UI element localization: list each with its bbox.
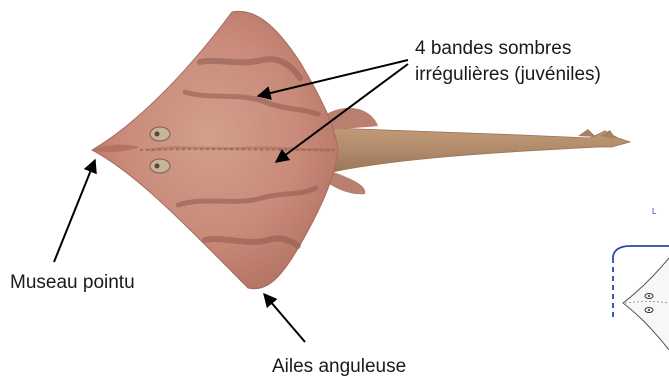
bands-label-line1: 4 bandes sombres: [415, 36, 601, 62]
arrow-wings: [264, 294, 305, 342]
wings-label: Ailes anguleuse: [272, 354, 406, 380]
inset-ray-outline: [623, 258, 669, 350]
snout-label: Museau pointu: [10, 270, 135, 296]
inset-letter: L: [652, 207, 656, 216]
inset-schematic: [613, 246, 669, 350]
bands-label: 4 bandes sombres irrégulières (juvéniles…: [415, 36, 601, 88]
bands-label-line2: irrégulières (juvéniles): [415, 62, 601, 88]
arrow-snout: [54, 160, 95, 262]
